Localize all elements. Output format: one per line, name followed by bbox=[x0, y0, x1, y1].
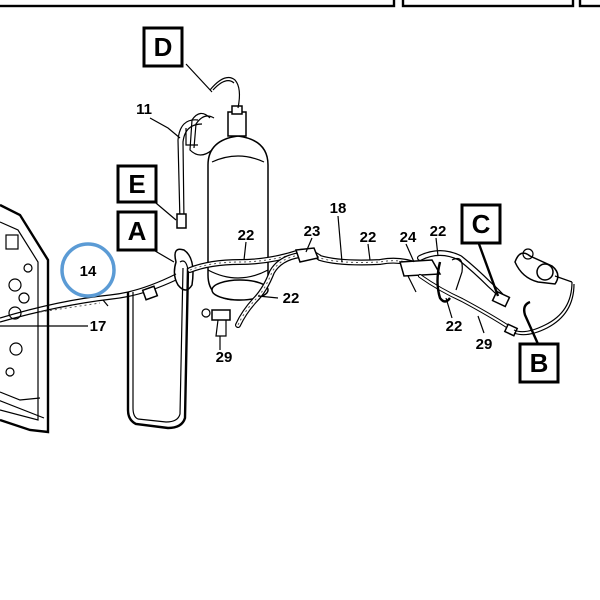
highlight-circle-14 bbox=[60, 242, 116, 298]
fitting-29-left bbox=[201, 308, 231, 337]
hose-22-lower bbox=[235, 252, 303, 328]
part-number-29: 29 bbox=[476, 336, 493, 353]
part-number-11: 11 bbox=[136, 101, 152, 118]
leader-lines bbox=[0, 63, 540, 350]
part-number-23: 23 bbox=[304, 223, 321, 240]
part-number-22: 22 bbox=[238, 227, 255, 244]
part-number-22: 22 bbox=[360, 229, 377, 246]
callout-d: D bbox=[142, 26, 184, 68]
gas-cylinder bbox=[207, 105, 269, 301]
part-number-22: 22 bbox=[446, 318, 463, 335]
callout-c: C bbox=[460, 203, 502, 245]
part-number-24: 24 bbox=[400, 229, 417, 246]
callout-a-label: A bbox=[128, 216, 147, 246]
callout-e-label: E bbox=[128, 169, 145, 199]
callout-c-label: C bbox=[472, 209, 491, 239]
pipe-14 bbox=[0, 273, 177, 323]
callout-b: B bbox=[518, 342, 560, 384]
callout-d-label: D bbox=[154, 32, 173, 62]
part-number-18: 18 bbox=[330, 200, 347, 217]
part-number-17: 17 bbox=[90, 318, 107, 335]
valve-b bbox=[513, 248, 575, 336]
callout-e: E bbox=[116, 164, 158, 204]
part-number-14: 14 bbox=[80, 263, 97, 280]
mounting-panel bbox=[0, 203, 50, 434]
part-number-29: 29 bbox=[216, 349, 233, 366]
callout-a: A bbox=[116, 210, 158, 252]
support-rod bbox=[126, 267, 190, 430]
hose-11 bbox=[176, 119, 203, 229]
top-frame bbox=[0, 0, 600, 8]
callout-b-label: B bbox=[530, 348, 549, 378]
regulator-line bbox=[185, 77, 241, 156]
part-number-22: 22 bbox=[430, 223, 447, 240]
part-number-22: 22 bbox=[283, 290, 300, 307]
